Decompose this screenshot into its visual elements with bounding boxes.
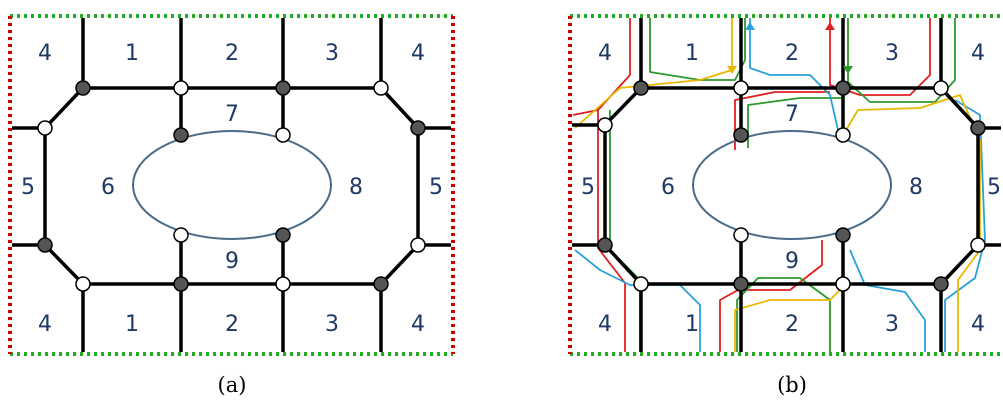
region-label-top-3: 3 <box>885 41 899 66</box>
region-label-right-of-hole: 8 <box>909 175 923 200</box>
graph-edges-b <box>572 18 1001 352</box>
region-label-top-0: 4 <box>38 41 52 66</box>
region-label-below-hole: 9 <box>225 249 239 274</box>
region-label-top-1: 1 <box>125 41 139 66</box>
routing-paths-b <box>572 18 986 352</box>
region-label-right: 5 <box>429 175 443 200</box>
region-label-bottom-3: 3 <box>325 312 339 337</box>
region-label-bottom-2: 2 <box>785 312 799 337</box>
region-label-bottom-2: 2 <box>225 312 239 337</box>
path-arrows-b <box>727 22 853 74</box>
hole-ellipse-b <box>692 130 892 240</box>
hole-ellipse-a <box>132 130 332 240</box>
caption-a: (a) <box>218 373 247 397</box>
region-label-bottom-4: 4 <box>411 312 425 337</box>
arrow-red <box>825 22 835 30</box>
region-label-bottom-1: 1 <box>685 312 699 337</box>
region-label-bottom-1: 1 <box>125 312 139 337</box>
region-label-bottom-0: 4 <box>38 312 52 337</box>
nodes-a <box>37 80 426 292</box>
region-label-right-of-hole: 8 <box>349 175 363 200</box>
path-blue <box>574 18 986 352</box>
region-label-top-4: 4 <box>971 41 985 66</box>
region-label-above-hole: 7 <box>225 102 239 127</box>
region-label-hole: 6 <box>661 175 675 200</box>
region-label-hole: 6 <box>101 175 115 200</box>
region-label-top-1: 1 <box>685 41 699 66</box>
arrow-blue <box>745 22 755 30</box>
panel-a: 4 1 2 3 4 5 5 6 8 7 9 4 1 2 3 4 (a) <box>8 14 455 397</box>
panel-b: 4 1 2 3 4 5 5 6 8 7 9 4 1 2 3 4 (b) <box>568 14 1001 397</box>
region-label-top-3: 3 <box>325 41 339 66</box>
region-label-left: 5 <box>21 175 35 200</box>
region-label-top-2: 2 <box>785 41 799 66</box>
region-label-top-2: 2 <box>225 41 239 66</box>
region-label-top-4: 4 <box>411 41 425 66</box>
caption-b: (b) <box>777 373 807 397</box>
region-label-right: 5 <box>987 175 1001 200</box>
arrow-yellow <box>727 66 737 74</box>
region-label-bottom-4: 4 <box>971 312 985 337</box>
region-label-top-0: 4 <box>598 41 612 66</box>
arrow-green <box>843 66 853 74</box>
region-label-bottom-3: 3 <box>885 312 899 337</box>
graph-edges-a <box>12 18 451 352</box>
region-label-above-hole: 7 <box>785 102 799 127</box>
region-label-bottom-0: 4 <box>598 312 612 337</box>
region-label-below-hole: 9 <box>785 249 799 274</box>
region-label-left: 5 <box>581 175 595 200</box>
nodes-b <box>597 80 986 292</box>
